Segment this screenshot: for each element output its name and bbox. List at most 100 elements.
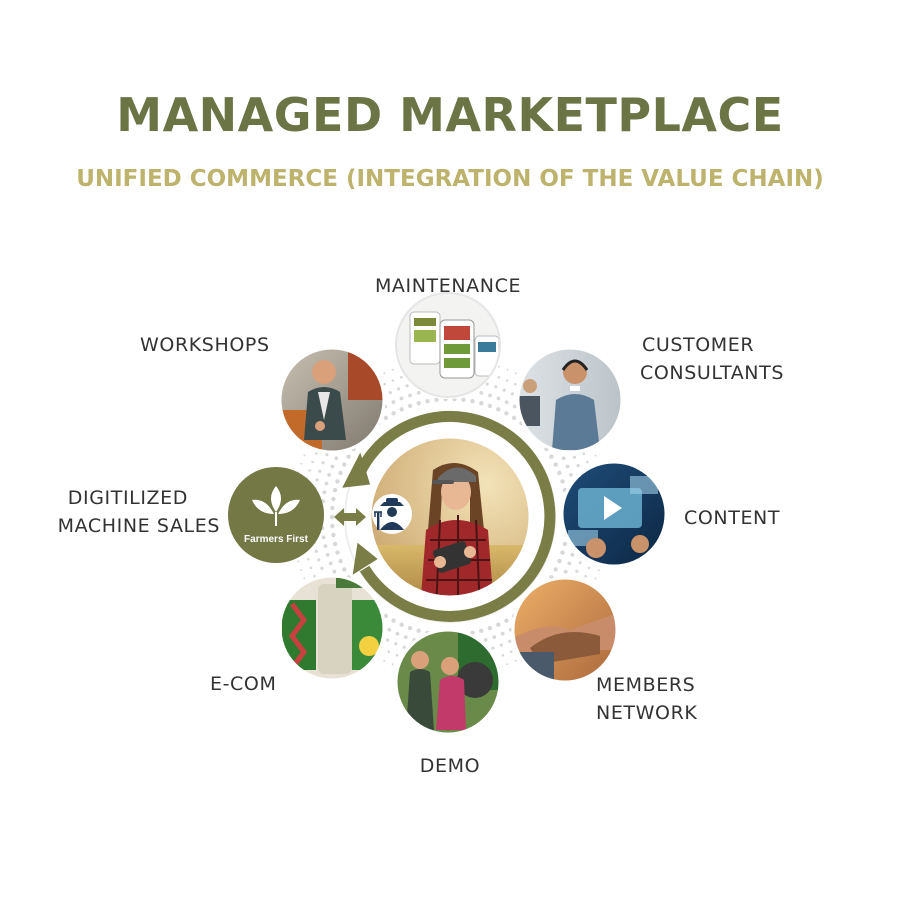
halo-dot (402, 645, 406, 649)
halo-dot (308, 469, 311, 472)
halo-dot (485, 382, 489, 386)
halo-dot (500, 631, 505, 636)
halo-dot (320, 566, 324, 571)
halo-dot (587, 566, 591, 570)
halo-dot (387, 627, 392, 632)
halo-dot (386, 638, 390, 642)
halo-dot (514, 382, 517, 386)
halo-dot (400, 375, 403, 379)
halo-dot (332, 569, 337, 574)
halo-dot (313, 574, 316, 578)
halo-dot (318, 469, 322, 473)
halo-dot (395, 631, 400, 636)
halo-dot (399, 396, 404, 401)
halo-dot (391, 368, 394, 371)
halo-dot (461, 397, 466, 402)
halo-dot (338, 558, 343, 564)
label-members-line2: NETWORK (596, 702, 698, 724)
halo-dot (492, 635, 497, 639)
halo-dot (391, 400, 396, 405)
farmers-first-logo: Farmers First (228, 467, 324, 563)
workshops-photo (278, 346, 386, 454)
cycle-arrow-head-top (342, 452, 371, 488)
halo-dot (416, 401, 421, 406)
halo-dot (560, 479, 565, 484)
halo-dot (330, 505, 335, 511)
halo-dot (562, 541, 568, 547)
halo-dot (330, 523, 335, 529)
halo-dot (557, 470, 562, 476)
halo-dot (383, 659, 386, 662)
members-network-photo (511, 576, 619, 684)
farmer-icon (372, 494, 412, 534)
halo-dot (494, 385, 498, 389)
halo-dot (549, 454, 554, 459)
halo-dot (297, 560, 300, 563)
label-demo: DEMO (419, 755, 481, 777)
label-maintenance: MAINTENANCE (374, 275, 522, 297)
halo-dot (324, 481, 329, 486)
halo-dot (594, 577, 597, 580)
halo-dot (572, 455, 577, 459)
halo-dot (335, 550, 340, 555)
halo-dot (322, 490, 327, 495)
halo-dot (334, 456, 339, 461)
halo-dot (383, 415, 389, 421)
halo-dot (303, 577, 306, 580)
halo-dot (563, 569, 568, 574)
halo-dot (586, 460, 589, 464)
halo-dot (514, 659, 517, 662)
halo-dot (388, 391, 392, 395)
logo-text: Farmers First (244, 534, 309, 545)
halo-dot (569, 473, 573, 477)
halo-dot (397, 387, 401, 391)
halo-dot (311, 460, 314, 464)
halo-dot (407, 625, 413, 631)
halo-dot (327, 473, 331, 477)
halo-dot (399, 407, 404, 412)
halo-dot (508, 639, 512, 644)
halo-dot (416, 628, 421, 633)
halo-dot (391, 618, 396, 623)
halo-dot (391, 411, 396, 416)
halo-dot (511, 415, 517, 421)
halo-dot (491, 646, 495, 650)
halo-dot (582, 452, 586, 456)
double-arrow-icon (334, 508, 366, 526)
halo-dot (331, 532, 336, 538)
halo-dot (584, 575, 587, 578)
halo-dot (332, 487, 338, 493)
halo-dot (342, 462, 347, 467)
halo-dot (314, 549, 318, 553)
halo-dot (497, 376, 501, 379)
halo-dot (317, 558, 321, 562)
halo-dot (335, 479, 340, 484)
halo-dot (407, 403, 413, 409)
halo-dot (578, 561, 582, 565)
halo-dot (504, 618, 509, 623)
label-digitilized-machine-sales: DIGITILIZED MACHINE SALES (20, 484, 220, 540)
halo-dot (325, 552, 330, 557)
halo-dot (325, 453, 329, 457)
halo-dot (479, 401, 484, 406)
halo-dot (300, 569, 303, 571)
demo-photo (394, 628, 502, 736)
halo-dot (499, 643, 503, 647)
halo-dot (479, 391, 484, 395)
halo-dot (470, 399, 475, 404)
content-photo (560, 460, 668, 568)
halo-dot (497, 365, 500, 368)
label-ecom: E-COM (210, 673, 277, 695)
sprout-logo-icon (252, 486, 300, 526)
halo-dot (488, 393, 492, 398)
halo-dot (504, 400, 509, 405)
label-customer-consultants: CUSTOMER CONSULTANTS (640, 331, 784, 387)
halo-dot (408, 393, 412, 398)
halo-dot (309, 566, 313, 570)
halo-dot (383, 372, 386, 375)
halo-dot (416, 391, 421, 395)
halo-dot (502, 388, 506, 392)
halo-dot (328, 561, 333, 566)
halo-dot (300, 462, 303, 465)
cycle-ring (342, 410, 556, 622)
